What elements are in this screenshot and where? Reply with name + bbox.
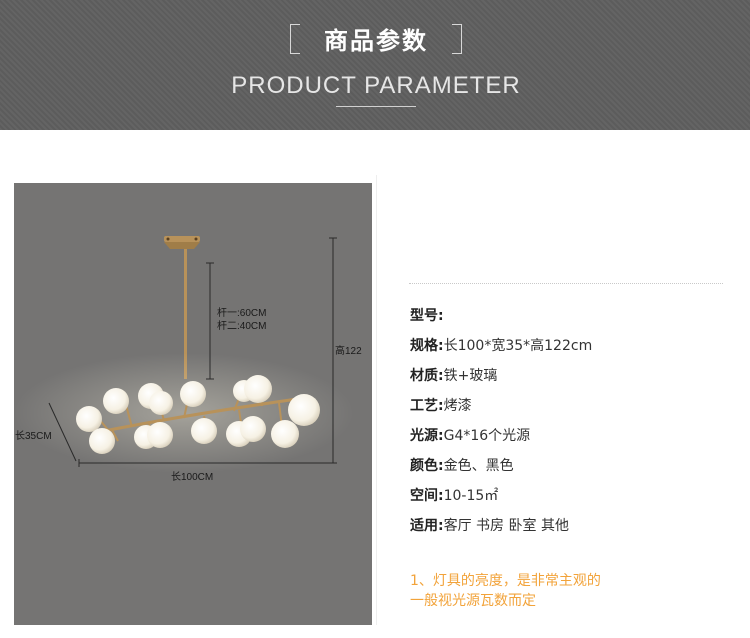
product-photo: 杆一:60CM 杆二:40CM 高122 长35CM 长100CM	[14, 183, 372, 625]
note-line-2: 一般视光源瓦数而定	[410, 593, 536, 609]
dotted-separator	[409, 283, 723, 284]
width-dimension-label: 长35CM	[15, 431, 52, 442]
spec-label: 光源:	[410, 428, 444, 444]
spec-row-usage: 适用:客厅 书房 卧室 其他	[410, 514, 592, 544]
spec-row-model: 型号:	[410, 304, 592, 334]
header-banner: 商品参数 PRODUCT PARAMETER	[0, 0, 750, 130]
glass-globes	[76, 375, 320, 454]
spec-value: 铁+玻璃	[443, 368, 498, 384]
brightness-note: 1、灯具的亮度，是非常主观的 一般视光源瓦数而定	[410, 571, 601, 611]
spec-label: 型号:	[410, 308, 444, 324]
spec-value: 烤漆	[443, 398, 472, 414]
spec-row-light-source: 光源:G4*16个光源	[410, 424, 592, 454]
dimension-lines	[48, 237, 337, 467]
main-branch	[93, 396, 305, 435]
spec-list: 型号: 规格:长100*宽35*高122cm 材质:铁+玻璃 工艺:烤漆 光源:…	[410, 304, 592, 544]
spec-label: 颜色:	[410, 458, 444, 474]
canopy-base	[164, 242, 200, 249]
hanging-rod	[184, 249, 187, 379]
section-title: 商品参数	[324, 27, 428, 55]
spec-row-size: 规格:长100*宽35*高122cm	[410, 334, 592, 364]
spec-value: 客厅 书房 卧室 其他	[443, 518, 569, 534]
spec-value: 长100*宽35*高122cm	[443, 338, 593, 354]
spec-row-craft: 工艺:烤漆	[410, 394, 592, 424]
spec-row-material: 材质:铁+玻璃	[410, 364, 592, 394]
spec-label: 材质:	[410, 368, 444, 384]
spec-label: 空间:	[410, 488, 444, 504]
vertical-divider	[376, 175, 377, 625]
spec-label: 工艺:	[410, 398, 444, 414]
spec-value: 10-15㎡	[443, 488, 499, 504]
title-underline	[336, 106, 416, 107]
length-dimension-label: 长100CM	[171, 472, 214, 483]
rod2-dimension-label: 杆二:40CM	[217, 321, 267, 332]
spec-row-color: 颜色:金色、黑色	[410, 454, 592, 484]
spec-label: 适用:	[410, 518, 444, 534]
title-bracket-right	[452, 24, 462, 54]
spec-row-space: 空间:10-15㎡	[410, 484, 592, 514]
title-bracket-frame	[290, 24, 462, 54]
height-dimension-label: 高122	[335, 346, 362, 357]
rod1-dimension-label: 杆一:60CM	[217, 308, 267, 319]
title-bracket-left	[290, 24, 300, 54]
chandelier-illustration	[14, 236, 354, 473]
note-line-1: 1、灯具的亮度，是非常主观的	[410, 573, 601, 589]
section-subtitle: PRODUCT PARAMETER	[231, 72, 521, 99]
spec-label: 规格:	[410, 338, 444, 354]
spec-value: G4*16个光源	[443, 428, 531, 444]
spec-value: 金色、黑色	[443, 458, 514, 474]
canopy-plate	[164, 236, 200, 242]
